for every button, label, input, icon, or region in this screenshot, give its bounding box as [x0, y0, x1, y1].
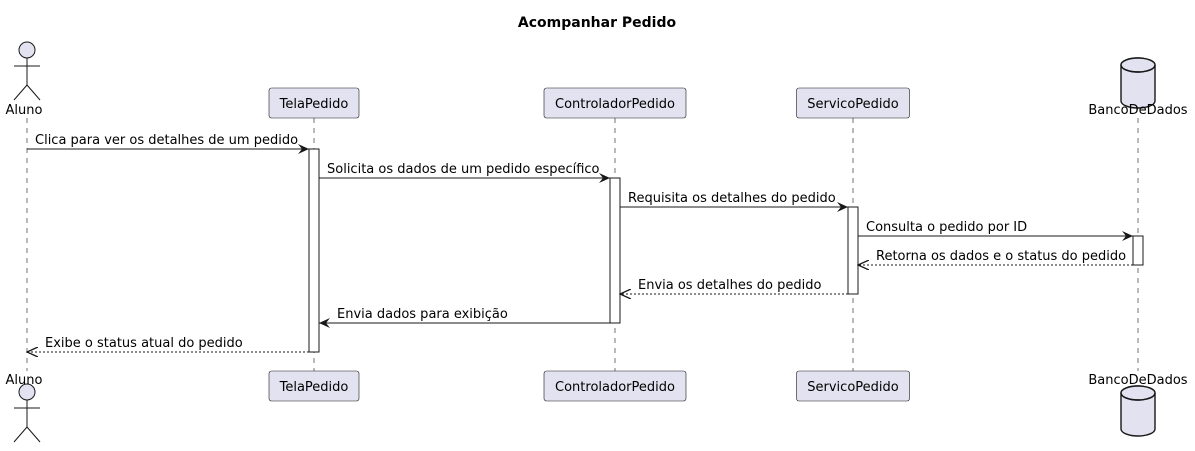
actor-leg-right [26, 426, 41, 443]
message-2: Solicita os dados de um pedido específic… [319, 162, 610, 183]
database-banco-top: BancoDeDados [1088, 57, 1188, 118]
participant-label: ServicoPedido [807, 97, 898, 112]
message-7: Envia dados para exibição [319, 307, 610, 328]
actor-head [18, 41, 36, 59]
message-5: Retorna os dados e o status do pedido [858, 249, 1133, 265]
database-rim [1120, 64, 1156, 73]
participant-box [796, 370, 910, 402]
actor-leg-right [26, 84, 41, 101]
message-label: Envia os detalhes do pedido [638, 278, 821, 293]
message-4: Consulta o pedido por ID [858, 220, 1133, 241]
message-label: Exibe o status atual do pedido [45, 336, 243, 351]
participant-tela-bottom: TelaPedido [268, 370, 360, 402]
message-6: Envia os detalhes do pedido [620, 278, 848, 294]
message-3: Requisita os detalhes do pedido [620, 191, 848, 212]
message-label: Envia dados para exibição [337, 307, 508, 322]
diagram-title: Acompanhar Pedido [518, 15, 677, 31]
actor-leg-left [13, 84, 28, 101]
participant-label: BancoDeDados [1088, 103, 1187, 118]
participant-controlador-bottom: ControladorPedido [543, 370, 687, 402]
activation-bar-tela [308, 148, 320, 353]
participant-box [268, 87, 360, 119]
activation-bar-banco [1132, 235, 1144, 266]
actor-aluno-bottom: Aluno [6, 373, 43, 443]
participant-label: ControladorPedido [555, 380, 675, 395]
participant-label: BancoDeDados [1088, 373, 1187, 388]
participant-label: TelaPedido [279, 97, 349, 112]
message-label: Consulta o pedido por ID [866, 220, 1027, 235]
participant-label: ServicoPedido [807, 380, 898, 395]
participant-label: Aluno [6, 103, 43, 118]
participant-servico-top: ServicoPedido [796, 87, 910, 119]
activation-bar-controlador [609, 177, 621, 324]
actor-leg-left [13, 426, 28, 443]
participant-servico-bottom: ServicoPedido [796, 370, 910, 402]
participant-box [796, 87, 910, 119]
message-label: Solicita os dados de um pedido específic… [327, 162, 600, 177]
participant-box [543, 370, 687, 402]
message-label: Retorna os dados e o status do pedido [876, 249, 1126, 264]
database-rim [1120, 392, 1156, 401]
participant-label: Aluno [6, 373, 43, 388]
participant-box [543, 87, 687, 119]
message-1: Clica para ver os detalhes de um pedido [27, 133, 309, 154]
participant-label: TelaPedido [279, 380, 349, 395]
message-label: Clica para ver os detalhes de um pedido [35, 133, 298, 148]
actor-aluno-top: Aluno [6, 41, 43, 118]
participant-label: ControladorPedido [555, 97, 675, 112]
participant-box [268, 370, 360, 402]
message-8: Exibe o status atual do pedido [27, 336, 309, 352]
participant-controlador-top: ControladorPedido [543, 87, 687, 119]
participant-tela-top: TelaPedido [268, 87, 360, 119]
database-banco-bottom: BancoDeDados [1088, 373, 1188, 437]
activation-bar-servico [847, 206, 859, 295]
message-label: Requisita os detalhes do pedido [628, 191, 836, 206]
